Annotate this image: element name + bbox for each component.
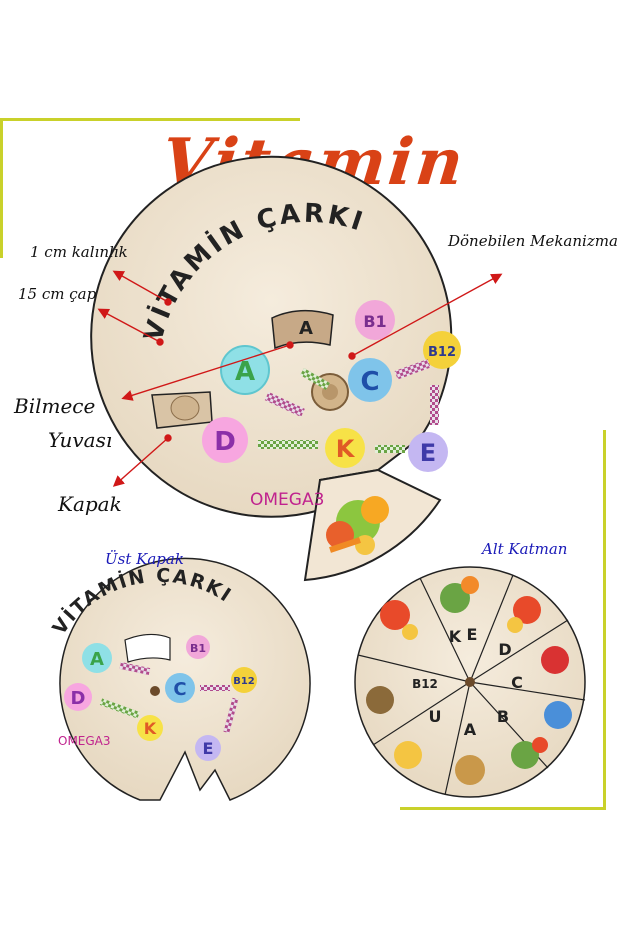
- top-vitamin-e: E: [203, 739, 214, 758]
- callout-diameter: 15 cm çap: [18, 285, 97, 303]
- vitamin-circle-a: A: [220, 345, 270, 395]
- vitamin-circle-e: E: [408, 432, 448, 472]
- bottom-letter-u: U: [429, 707, 442, 726]
- svg-text:E: E: [420, 439, 436, 467]
- accent-line-top: [0, 118, 300, 121]
- svg-text:D: D: [214, 427, 236, 457]
- vitamin-circle-b1: B1: [355, 300, 395, 340]
- callout-rotating: Dönebilen Mekanizma: [448, 232, 618, 250]
- callout-riddle-slot-1: Bilmece: [14, 394, 96, 418]
- vitamin-circle-b12: B12: [423, 331, 461, 369]
- vitamin-circle-c: C: [348, 358, 392, 402]
- bottom-letter-b: B: [497, 707, 509, 726]
- bottom-letter-c: C: [511, 673, 523, 692]
- top-vitamin-b12: B12: [233, 676, 255, 687]
- bottom-letter-k: K: [449, 627, 462, 646]
- svg-text:B1: B1: [363, 312, 386, 331]
- bottom-layer-wheel: K E D C B A U B12: [354, 566, 586, 798]
- callout-thickness: 1 cm kalınlık: [30, 243, 128, 261]
- top-vitamin-c: C: [173, 679, 186, 700]
- main-wheel-omega: OMEGA3: [250, 490, 324, 510]
- top-vitamin-b1: B1: [190, 642, 206, 655]
- bottom-letter-a: A: [464, 720, 477, 739]
- svg-text:K: K: [336, 435, 356, 463]
- bottom-layer-caption: Alt Katman: [482, 540, 568, 558]
- main-wheel: A VİTAMİN ÇARKI A B1 B12 C D: [90, 155, 461, 582]
- accent-line-left: [0, 118, 3, 258]
- accent-line-bottom: [400, 807, 606, 810]
- accent-line-right: [603, 430, 606, 810]
- callout-riddle-slot-2: Yuvası: [48, 428, 113, 452]
- top-cover-caption: Üst Kapak: [105, 550, 184, 568]
- callout-arrows: [97, 270, 503, 487]
- svg-text:C: C: [360, 367, 379, 397]
- top-vitamin-k: K: [144, 719, 157, 738]
- top-cover-omega: OMEGA3: [58, 734, 111, 748]
- vitamin-circle-d: D: [202, 417, 248, 463]
- bottom-letter-b12: B12: [412, 677, 438, 691]
- bottom-letter-e: E: [467, 625, 478, 644]
- callout-cover: Kapak: [58, 492, 122, 516]
- window-letter: A: [299, 318, 313, 339]
- vitamin-circle-k: K: [325, 428, 365, 468]
- svg-text:B12: B12: [428, 345, 456, 360]
- bottom-letter-d: D: [498, 640, 511, 659]
- top-cover-wheel: VİTAMİN ÇARKI A B1 B12 C D K E OMEGA3: [48, 557, 311, 801]
- top-vitamin-a: A: [90, 649, 104, 670]
- top-vitamin-d: D: [71, 688, 86, 709]
- svg-text:A: A: [235, 357, 255, 387]
